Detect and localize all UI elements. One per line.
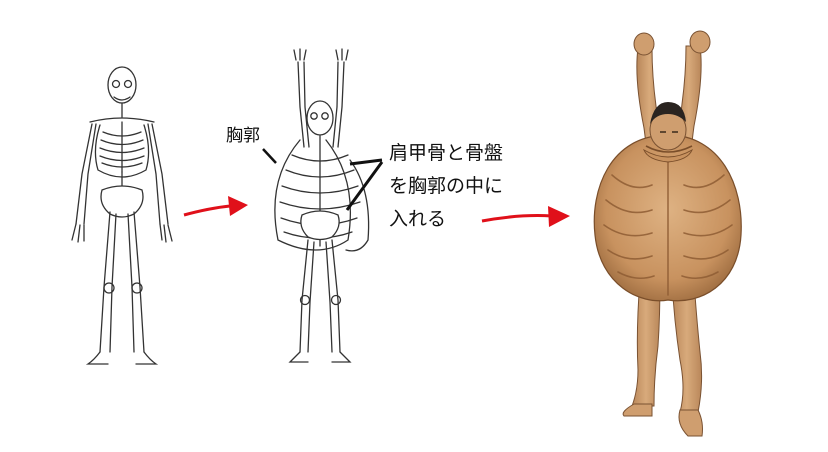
skeleton-arms-raised — [274, 48, 370, 363]
instruction-line-3: 入れる — [389, 208, 447, 230]
arrow-step-2 — [481, 206, 570, 227]
ribcage-pointer-line — [262, 148, 277, 164]
instruction-note: 肩甲骨と骨盤 を胸郭の中に 入れる — [389, 137, 503, 236]
instruction-line-1: 肩甲骨と骨盤 — [389, 142, 504, 164]
human-in-ribcage-figure — [593, 30, 742, 437]
ribcage-label: 胸郭 — [226, 126, 260, 146]
arrow-step-1 — [183, 196, 248, 217]
instruction-line-2: を胸郭の中に — [389, 175, 504, 197]
skeleton-standing — [71, 66, 173, 365]
note-pointer-bracket — [345, 158, 384, 211]
